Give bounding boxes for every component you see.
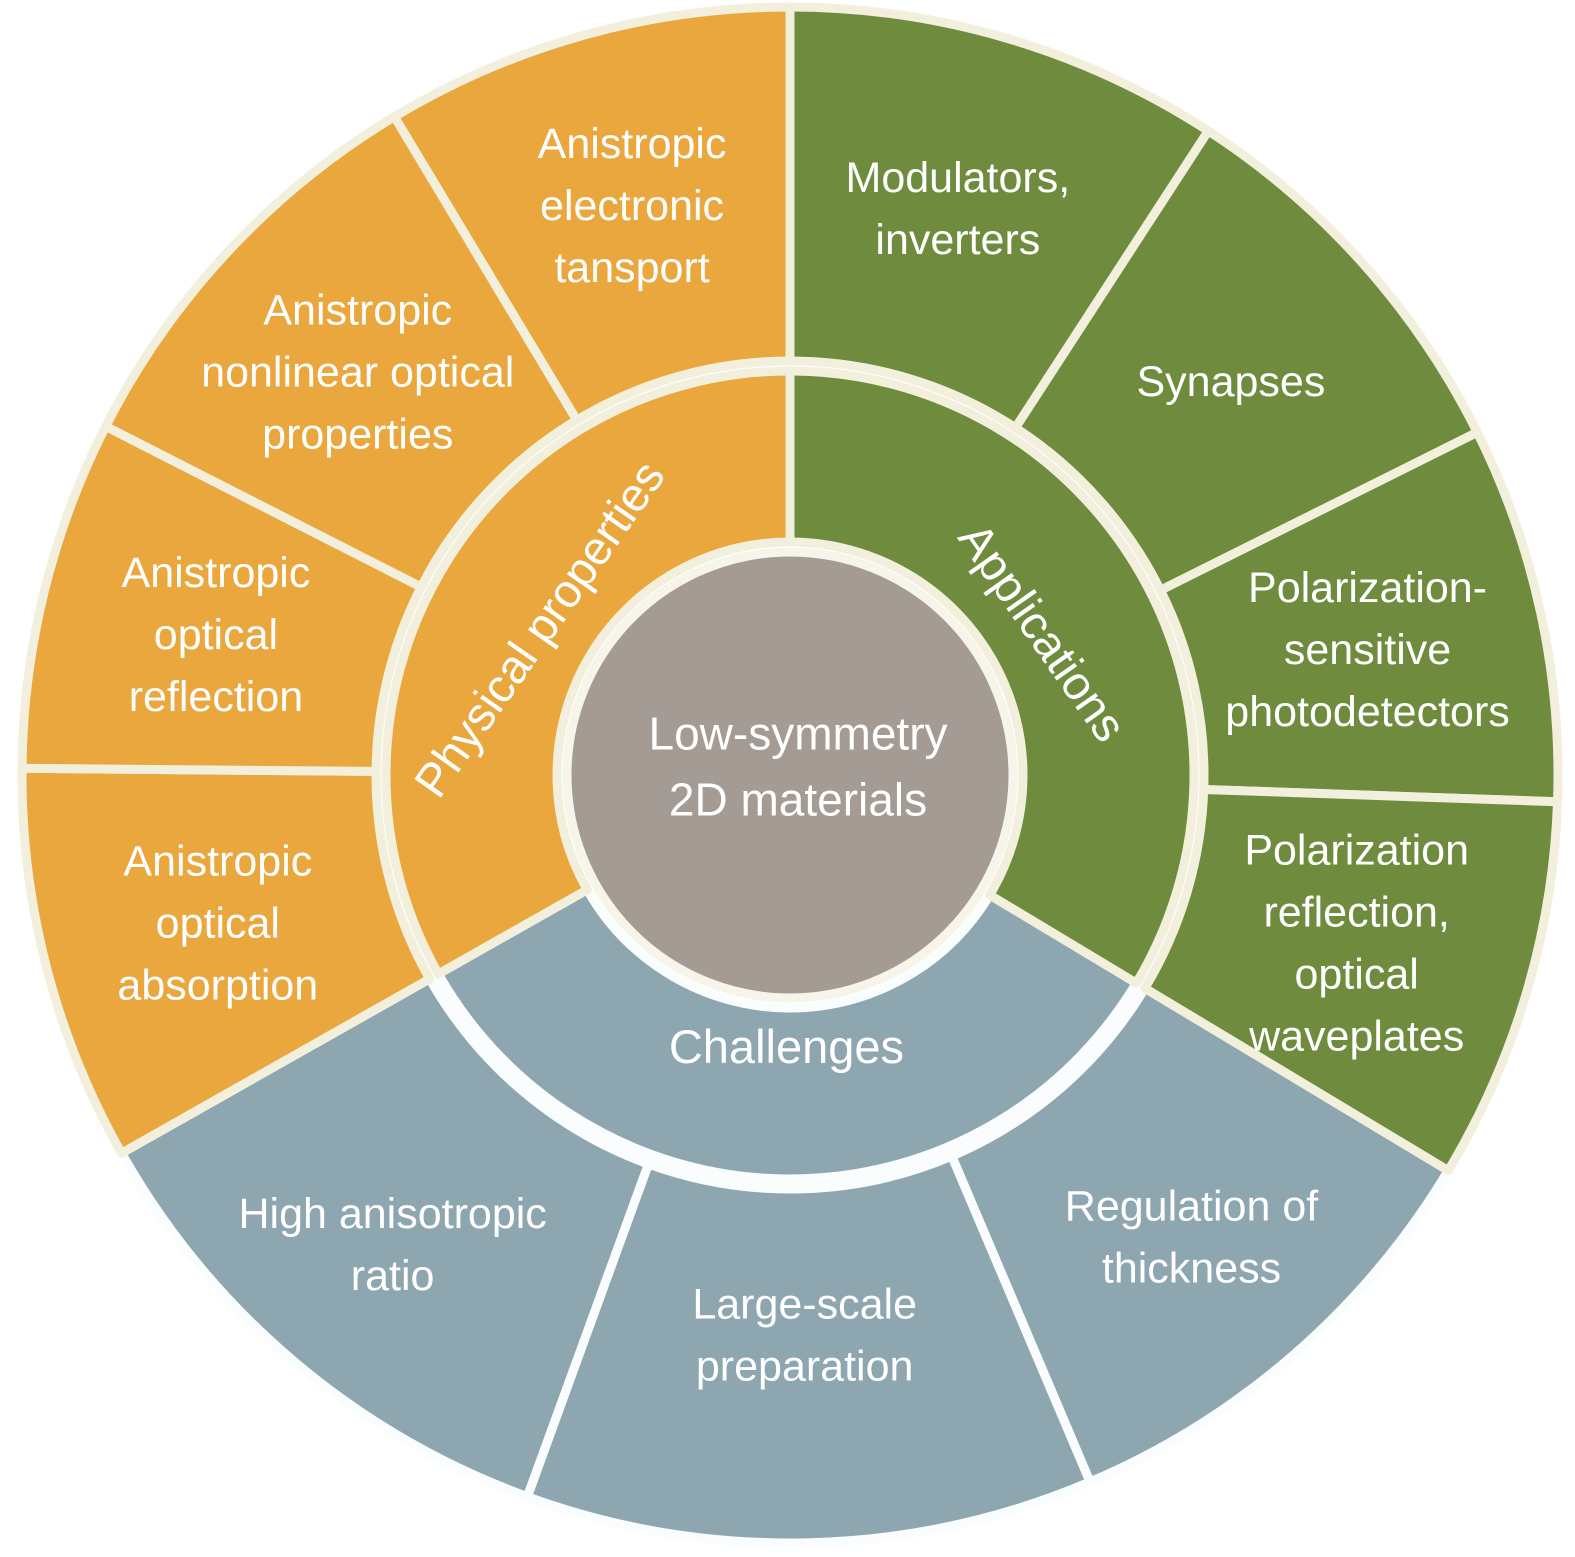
center-circle	[562, 547, 1018, 1003]
segment-anistropic-optical-reflection	[17, 421, 426, 776]
segment-high-anisotropic-ratio	[117, 974, 653, 1502]
label-modulators-inverters: Modulators,inverters	[846, 154, 1071, 264]
segment-synapses	[1010, 126, 1482, 595]
segment-polarization-sensitive-photodetectors	[1156, 427, 1563, 807]
segment-anistropic-optical-absorption	[17, 763, 435, 1158]
label-synapses: Synapses	[1136, 358, 1325, 406]
segment-polarization-reflection-optical-waveplates	[1140, 784, 1563, 1176]
segment-physical-properties	[381, 366, 795, 979]
segment-regulation-of-thickness	[947, 983, 1453, 1487]
segment-challenges	[433, 885, 1141, 1184]
segment-large-scale-preparation	[522, 1151, 1095, 1548]
label-challenges: Challenges	[669, 1020, 904, 1073]
segment-modulators-inverters	[785, 2, 1213, 433]
segment-applications	[785, 366, 1199, 988]
segment-anistropic-electronic-tansport	[389, 2, 795, 425]
segment-anistropic-nonlinear-optical-properties	[101, 112, 582, 592]
